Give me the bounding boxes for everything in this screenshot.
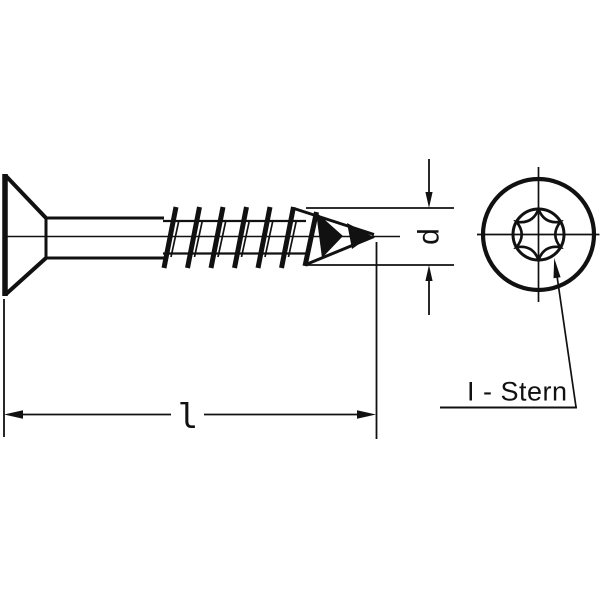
dimension-l: l	[3, 242, 378, 439]
dimension-d: d	[306, 159, 454, 315]
thread-back-edge	[264, 219, 274, 258]
thread-back-edge	[217, 219, 227, 258]
screw-side-view	[2, 174, 400, 296]
screw-shank	[46, 216, 164, 260]
thread-flank	[302, 211, 319, 267]
arrowhead-down-icon	[425, 192, 433, 208]
torx-star-icon	[513, 205, 564, 264]
arrowhead-right-icon	[357, 410, 376, 419]
screw-thread	[161, 206, 319, 269]
screw-head-side	[2, 174, 48, 296]
head-cone-top	[4, 174, 48, 220]
arrowhead-up-icon	[425, 265, 433, 281]
tip-thread-wrap	[347, 223, 371, 249]
thread-back-edge	[240, 219, 251, 258]
tip-cone-bottom	[305, 235, 375, 266]
screw-tip	[293, 207, 375, 266]
arrowhead-left-icon	[4, 410, 23, 419]
drive-type-label: I - Stern	[467, 377, 568, 407]
head-cone-bottom	[4, 256, 48, 296]
thread-flank	[161, 206, 179, 269]
leader-arrowhead-icon	[553, 258, 561, 279]
dimension-l-label: l	[178, 397, 198, 437]
thread-flank	[185, 206, 202, 269]
thread-back-edge	[193, 219, 204, 258]
thread-back-edge	[170, 219, 180, 258]
dimension-d-label: d	[413, 228, 446, 245]
thread-flank	[208, 206, 226, 269]
tip-thread-wrap	[316, 212, 343, 258]
head-front-view	[477, 167, 600, 302]
leader-line	[556, 275, 577, 408]
thread-flank	[279, 206, 296, 269]
head-outline-circle	[480, 176, 597, 293]
thread-back-edge	[287, 219, 298, 258]
drive-annotation: I - Stern	[440, 258, 577, 409]
thread-flank	[232, 206, 249, 269]
thread-flank	[255, 206, 273, 269]
